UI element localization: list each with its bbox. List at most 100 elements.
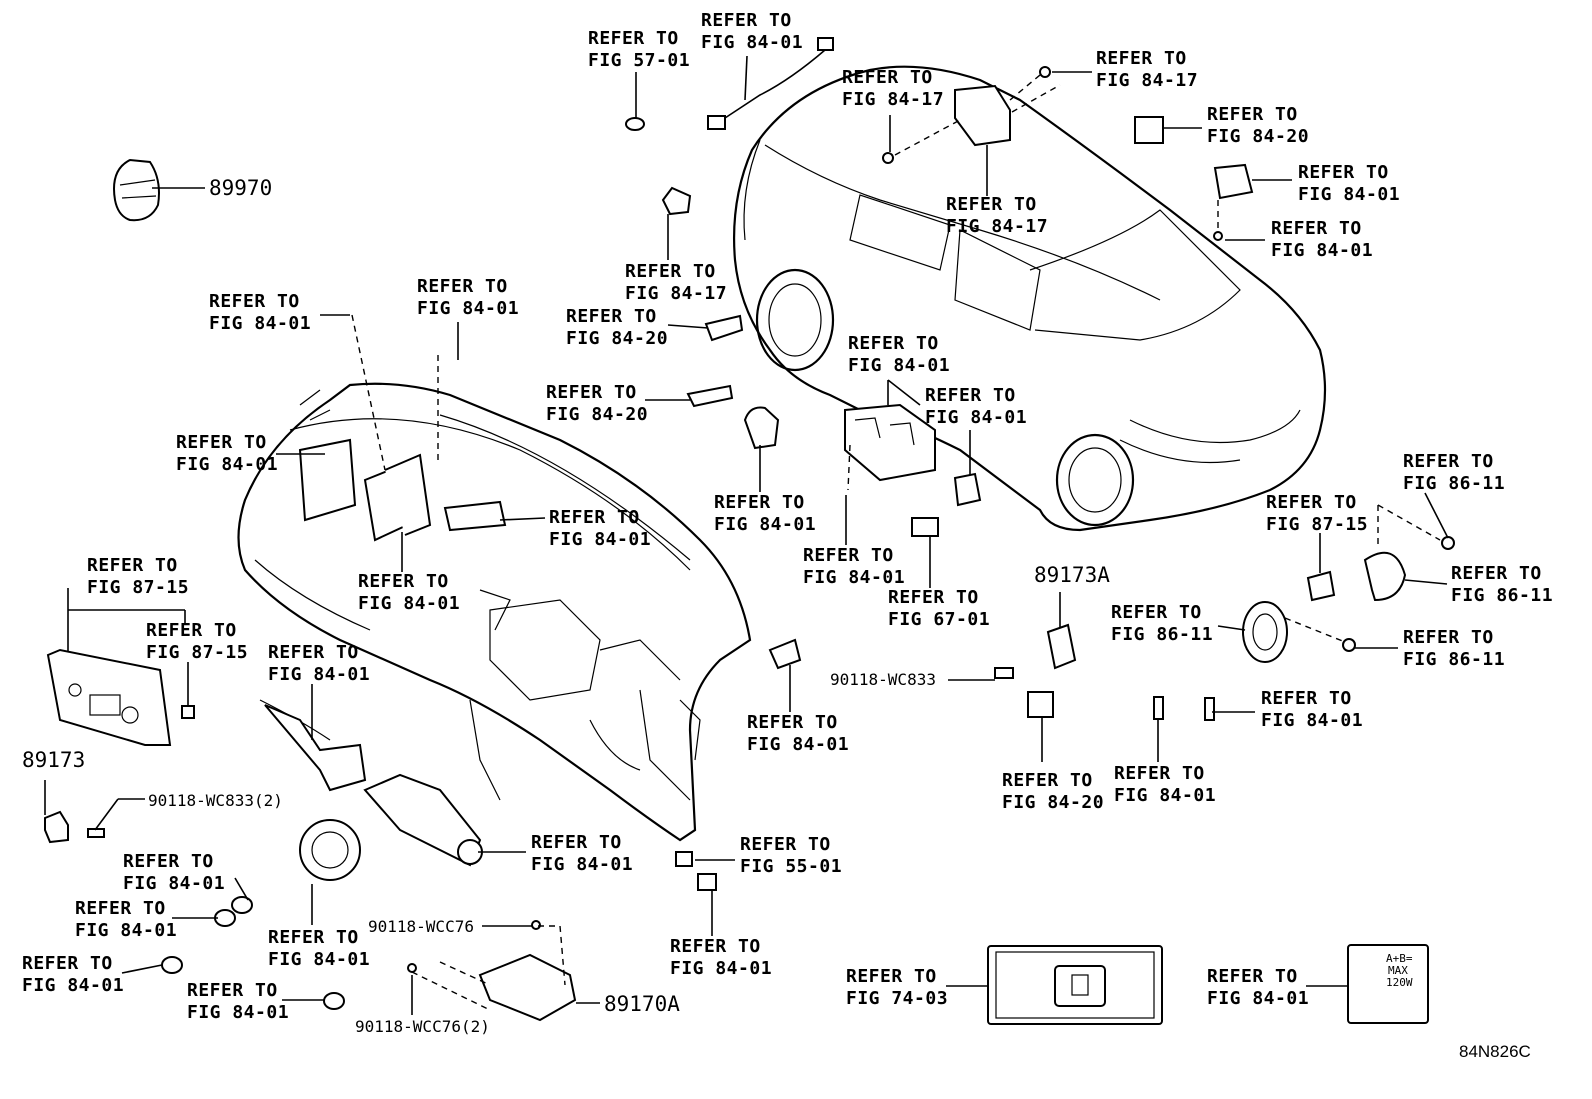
fig-label: FIG 84-01	[747, 734, 849, 755]
fig-label: FIG 74-03	[846, 988, 948, 1009]
89173-bolt	[87, 828, 105, 838]
refer-label: REFER TO	[842, 67, 933, 88]
fig-label: FIG 84-01	[1298, 184, 1400, 205]
refer-label: REFER TO	[358, 571, 449, 592]
window-switch-cluster	[844, 403, 936, 482]
fig-label: FIG 86-11	[1403, 473, 1505, 494]
sensor-84-20-c	[1134, 116, 1164, 144]
instrument-panel	[237, 382, 752, 842]
part-screw-wcc76: 90118-WCC76	[368, 917, 474, 936]
refer-label: REFER TO	[1002, 770, 1093, 791]
fig-label: FIG 84-01	[187, 1002, 289, 1023]
refer-label: REFER TO	[848, 333, 939, 354]
switch-unit-b	[953, 472, 982, 507]
switch-55-01-b	[697, 873, 717, 891]
refer-label: REFER TO	[670, 936, 761, 957]
placard-line-2: MAX	[1388, 964, 1408, 977]
sensor-84-20-b	[686, 384, 734, 408]
fig-label: FIG 87-15	[146, 642, 248, 663]
ecu-left	[298, 438, 357, 522]
refer-label: REFER TO	[888, 587, 979, 608]
grommet	[625, 117, 645, 131]
sensor-84-20-a	[704, 314, 744, 342]
fig-label: FIG 84-20	[1207, 126, 1309, 147]
switch-unit-c	[911, 517, 939, 537]
labels: 89970 REFER TO FIG 57-01 REFER TO FIG 84…	[22, 10, 1553, 1061]
part-bolt-wc833-2: 90118-WC833(2)	[148, 791, 283, 810]
fig-label: FIG 84-01	[670, 958, 772, 979]
power-outlet-label	[1347, 944, 1429, 1024]
part-screw-wcc76-2: 90118-WCC76(2)	[355, 1017, 490, 1036]
fig-label: FIG 55-01	[740, 856, 842, 877]
fig-label: FIG 84-17	[1096, 70, 1198, 91]
bracket-center	[384, 453, 432, 536]
refer-label: REFER TO	[1261, 688, 1352, 709]
refer-label: REFER TO	[146, 620, 237, 641]
fig-label: FIG 86-11	[1403, 649, 1505, 670]
fig-label: FIG 84-01	[531, 854, 633, 875]
refer-label: REFER TO	[22, 953, 113, 974]
refer-label: REFER TO	[846, 966, 937, 987]
fig-label: FIG 84-01	[549, 529, 651, 550]
fig-label: FIG 67-01	[888, 609, 990, 630]
fig-label: FIG 87-15	[1266, 514, 1368, 535]
refer-label: REFER TO	[747, 712, 838, 733]
fig-label: FIG 84-01	[75, 920, 177, 941]
refer-label: REFER TO	[925, 385, 1016, 406]
part-bolt-wc833: 90118-WC833	[830, 670, 936, 689]
refer-label: REFER TO	[123, 851, 214, 872]
fig-label: FIG 84-17	[625, 283, 727, 304]
89173-sensor	[44, 810, 69, 844]
clip-87-15	[181, 705, 195, 719]
89170A-unit	[478, 953, 577, 1022]
refer-label: REFER TO	[1096, 48, 1187, 69]
refer-label: REFER TO	[1271, 218, 1362, 239]
combination-switch-a	[264, 704, 367, 792]
switch-55-01-a	[675, 851, 693, 867]
fig-label: FIG 84-01	[1114, 785, 1216, 806]
refer-label: REFER TO	[714, 492, 805, 513]
refer-label: REFER TO	[1403, 627, 1494, 648]
leader-lines	[44, 55, 1449, 1015]
fig-label: FIG 84-01	[417, 298, 519, 319]
refer-label: REFER TO	[803, 545, 894, 566]
fig-label: FIG 86-11	[1111, 624, 1213, 645]
fig-label: FIG 84-17	[946, 216, 1048, 237]
harness-connector-a	[817, 37, 834, 51]
harness-connector-b	[707, 115, 726, 130]
refer-label: REFER TO	[1114, 763, 1205, 784]
part-89173: 89173	[22, 748, 85, 772]
fig-label: FIG 84-01	[1207, 988, 1309, 1009]
fig-label: FIG 84-01	[701, 32, 803, 53]
button-c	[161, 956, 183, 974]
placard-line-1: A+B=	[1386, 952, 1413, 965]
part-89173A: 89173A	[1034, 563, 1110, 587]
refer-label: REFER TO	[625, 261, 716, 282]
climate-panel	[46, 648, 172, 746]
refer-label: REFER TO	[1207, 966, 1298, 987]
fig-label: FIG 57-01	[588, 50, 690, 71]
refer-label: REFER TO	[268, 927, 359, 948]
refer-label: REFER TO	[740, 834, 831, 855]
refer-label: REFER TO	[1266, 492, 1357, 513]
refer-label: REFER TO	[588, 28, 679, 49]
refer-label: REFER TO	[946, 194, 1037, 215]
refer-label: REFER TO	[176, 432, 267, 453]
fig-label: FIG 84-01	[358, 593, 460, 614]
refer-label: REFER TO	[187, 980, 278, 1001]
89173A-bolt	[994, 667, 1014, 679]
fig-label: FIG 84-20	[546, 404, 648, 425]
part-89970: 89970	[209, 176, 272, 200]
fig-label: FIG 84-01	[1261, 710, 1363, 731]
fig-label: FIG 84-01	[1271, 240, 1373, 261]
switch-unit-a	[743, 406, 780, 450]
sensor-84-17-a	[661, 186, 692, 216]
refer-label: REFER TO	[87, 555, 178, 576]
sensor-87-15	[1306, 570, 1336, 602]
fig-label: FIG 84-01	[123, 873, 225, 894]
switch-84-01-top	[1213, 163, 1254, 200]
sensor-84-01-b	[1204, 697, 1215, 721]
refer-label: REFER TO	[531, 832, 622, 853]
